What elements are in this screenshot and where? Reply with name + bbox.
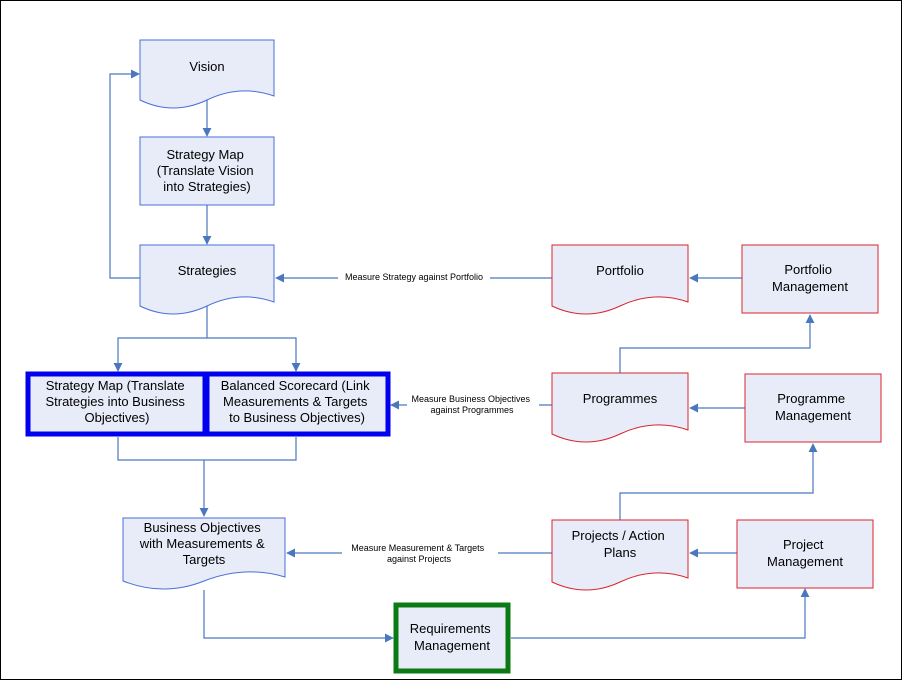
programmes-shape	[551, 372, 689, 443]
business-objectives-shape	[122, 517, 286, 590]
connector-split-to-scorecard	[207, 337, 301, 372]
edge-label-bg-strategy	[338, 271, 490, 283]
vision-shape	[139, 39, 275, 109]
portfolio-shape	[551, 244, 689, 315]
connector-requirements-to-project-management	[511, 588, 810, 639]
node-strategy-map-vision[interactable]: Strategy Map (Translate Vision into Stra…	[139, 136, 275, 206]
node-projects-action-plans[interactable]: Projects / Action Plans	[551, 519, 689, 591]
strategies-shape	[139, 244, 275, 315]
connector-strategies-loop-to-vision	[109, 69, 140, 279]
balanced-scorecard-shape	[204, 371, 391, 437]
requirements-management-label: Requirements Management	[410, 621, 495, 653]
portfolio-management-shape	[741, 244, 879, 314]
edge-label-bg-objectives	[407, 393, 539, 415]
node-balanced-scorecard[interactable]: Balanced Scorecard (Link Measurements & …	[204, 371, 391, 437]
connector-merge-left	[117, 437, 297, 461]
node-portfolio[interactable]: Portfolio	[551, 244, 689, 315]
programme-management-shape	[744, 373, 882, 443]
edge-label-strategy-vs-portfolio: Measure Strategy against Portfolio	[345, 272, 483, 282]
connector-business-objectives-to-requirements	[203, 590, 394, 643]
balanced-scorecard-label: Balanced Scorecard (Link Measurements & …	[221, 378, 373, 425]
project-management-shape	[736, 519, 874, 589]
projects-action-plans-label: Projects / Action Plans	[572, 528, 669, 560]
edge-label-objectives-vs-programmes: Measure Business Objectives against Prog…	[411, 394, 532, 415]
node-strategy-map-objectives[interactable]: Strategy Map (Translate Strategies into …	[25, 371, 208, 437]
connectors	[109, 69, 818, 643]
requirements-management-shape	[393, 602, 511, 674]
edge-label-bg-measurement	[342, 542, 498, 564]
node-business-objectives[interactable]: Business Objectives with Measurements & …	[122, 517, 286, 590]
strategy-map-vision-label: Strategy Map (Translate Vision into Stra…	[157, 147, 257, 194]
node-programmes[interactable]: Programmes	[551, 372, 689, 443]
business-objectives-label: Business Objectives with Measurements & …	[139, 520, 269, 567]
edge-label-measurement-vs-projects: Measure Measurement & Targets against Pr…	[351, 543, 486, 564]
programme-management-label: Programme Management	[775, 391, 851, 423]
connector-programmes-to-portfolio-management	[619, 314, 815, 373]
node-strategies[interactable]: Strategies	[139, 244, 275, 315]
vision-label: Vision	[189, 59, 224, 74]
strategies-label: Strategies	[178, 263, 237, 278]
connector-projects-to-programme-management	[619, 443, 818, 520]
projects-action-plans-shape	[551, 519, 689, 591]
node-programme-management[interactable]: Programme Management	[744, 373, 882, 443]
programmes-label: Programmes	[583, 391, 658, 406]
portfolio-label: Portfolio	[596, 263, 644, 278]
node-requirements-management[interactable]: Requirements Management	[393, 602, 511, 674]
strategy-map-objectives-label: Strategy Map (Translate Strategies into …	[45, 378, 188, 425]
node-portfolio-management[interactable]: Portfolio Management	[741, 244, 879, 314]
node-project-management[interactable]: Project Management	[736, 519, 874, 589]
portfolio-management-label: Portfolio Management	[772, 262, 848, 294]
strategy-map-vision-shape	[139, 136, 275, 206]
connector-split-to-strategy-map	[113, 337, 207, 372]
project-management-label: Project Management	[767, 537, 843, 569]
node-vision[interactable]: Vision	[139, 39, 275, 109]
